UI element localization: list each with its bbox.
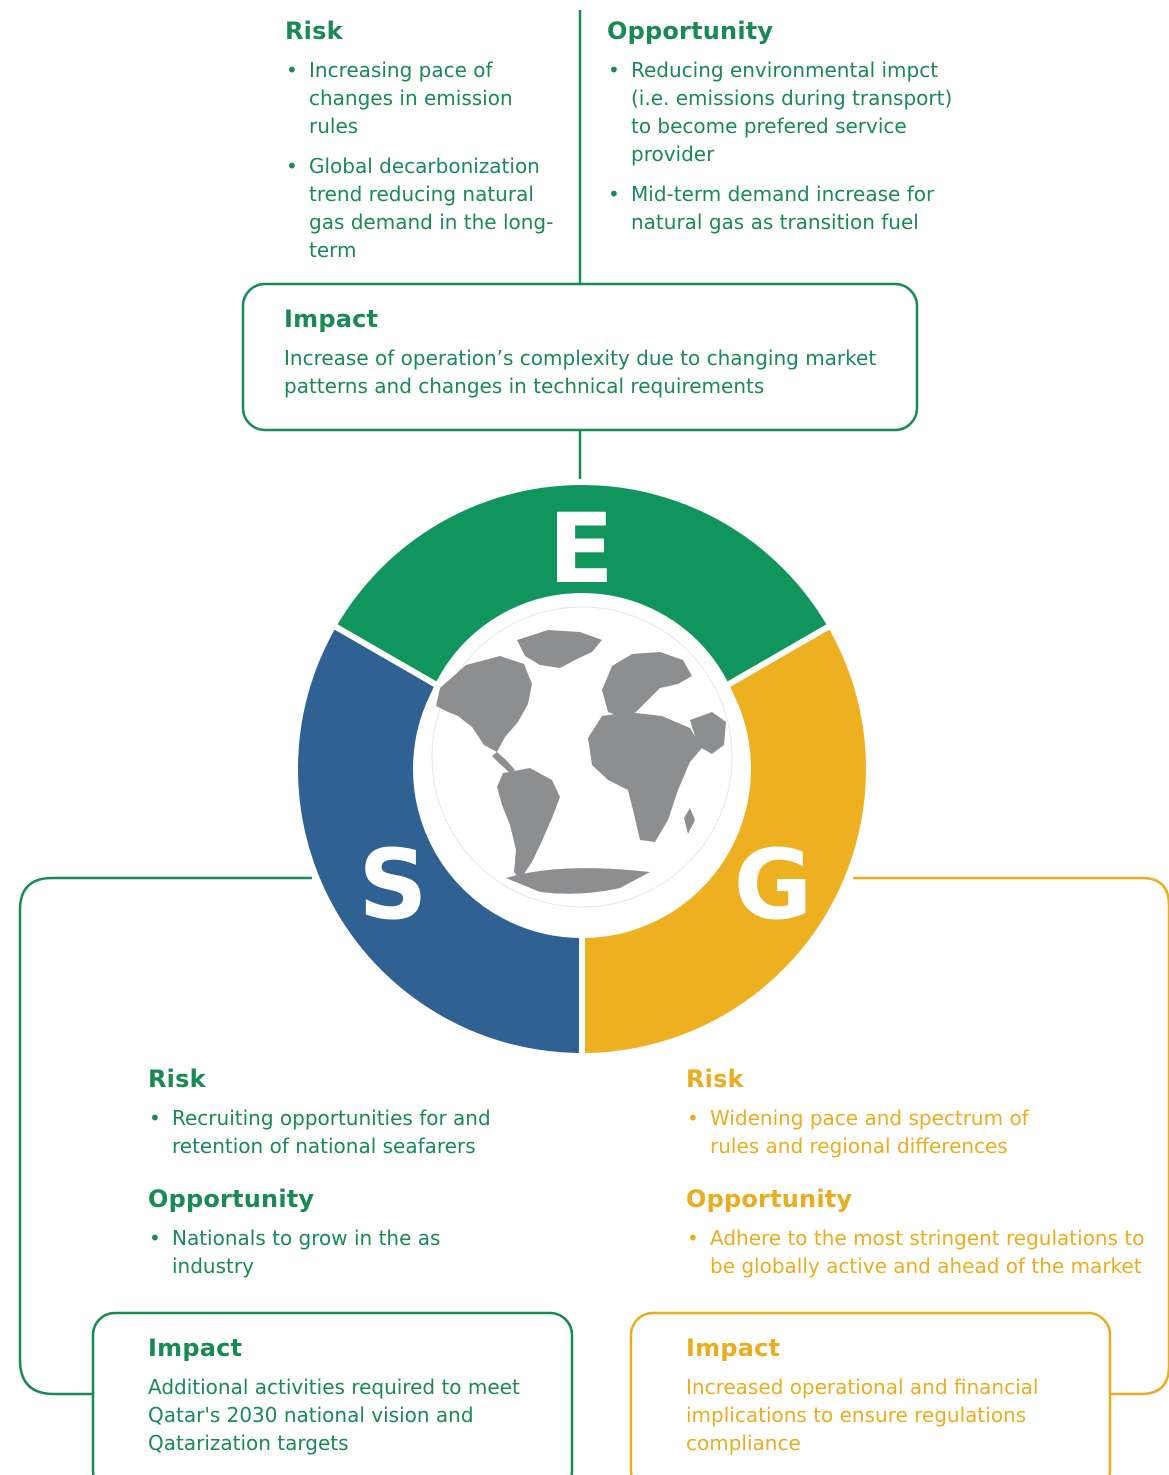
- environmental-opportunity-item: Mid-term demand increase for natural gas…: [607, 180, 957, 236]
- environmental-impact-section: Impact Increase of operation’s complexit…: [284, 304, 899, 400]
- social-impact-title: Impact: [148, 1334, 243, 1362]
- social-letter: S: [358, 829, 427, 941]
- globe-icon: [418, 593, 746, 921]
- governance-risk-list: Widening pace and spectrum of rules and …: [686, 1104, 1066, 1160]
- environmental-opportunity-section: Opportunity Reducing environmental impct…: [607, 16, 957, 248]
- governance-risk-title: Risk: [686, 1065, 744, 1093]
- environmental-impact-box: [241, 282, 919, 432]
- governance-opportunity-item: Adhere to the most stringent regulations…: [686, 1224, 1161, 1280]
- social-impact-section: Impact Additional activities required to…: [148, 1333, 548, 1457]
- governance-letter: G: [734, 829, 813, 941]
- social-risk-section: Risk Recruiting opportunities for and re…: [148, 1064, 528, 1172]
- social-impact-box: [91, 1311, 574, 1475]
- governance-impact-title: Impact: [686, 1334, 781, 1362]
- social-impact-text: Additional activities required to meet Q…: [148, 1375, 520, 1455]
- governance-opportunity-title: Opportunity: [686, 1185, 853, 1213]
- social-opportunity-item: Nationals to grow in the as industry: [148, 1224, 448, 1280]
- governance-risk-item: Widening pace and spectrum of rules and …: [686, 1104, 1066, 1160]
- environmental-risk-list: Increasing pace of changes in emission r…: [285, 56, 560, 264]
- governance-risk-section: Risk Widening pace and spectrum of rules…: [686, 1064, 1066, 1172]
- social-segment: [292, 621, 585, 1060]
- environmental-letter: E: [548, 493, 614, 605]
- social-risk-list: Recruiting opportunities for and retenti…: [148, 1104, 528, 1160]
- social-opportunity-title: Opportunity: [148, 1185, 315, 1213]
- social-opportunity-list: Nationals to grow in the as industry: [148, 1224, 448, 1280]
- governance-impact-box: [629, 1311, 1112, 1475]
- social-risk-title: Risk: [148, 1065, 206, 1093]
- environmental-opportunity-list: Reducing environmental impct (i.e. emiss…: [607, 56, 957, 236]
- social-connector-line: [18, 876, 312, 1396]
- social-risk-item: Recruiting opportunities for and retenti…: [148, 1104, 528, 1160]
- environmental-risk-section: Risk Increasing pace of changes in emiss…: [285, 16, 560, 276]
- governance-opportunity-list: Adhere to the most stringent regulations…: [686, 1224, 1161, 1280]
- governance-impact-text: Increased operational and financial impl…: [686, 1375, 1039, 1455]
- social-opportunity-section: Opportunity Nationals to grow in the as …: [148, 1184, 448, 1292]
- environmental-impact-text: Increase of operation’s complexity due t…: [284, 346, 877, 398]
- environmental-risk-item: Increasing pace of changes in emission r…: [285, 56, 560, 140]
- environmental-impact-title: Impact: [284, 305, 379, 333]
- governance-impact-section: Impact Increased operational and financi…: [686, 1333, 1086, 1457]
- governance-connector-line: [853, 876, 1169, 1396]
- governance-segment: [579, 621, 872, 1060]
- environmental-opportunity-item: Reducing environmental impct (i.e. emiss…: [607, 56, 957, 168]
- environmental-risk-item: Global decarbonization trend reducing na…: [285, 152, 560, 264]
- governance-opportunity-section: Opportunity Adhere to the most stringent…: [686, 1184, 1161, 1292]
- environmental-opportunity-title: Opportunity: [607, 17, 774, 45]
- environmental-risk-title: Risk: [285, 17, 343, 45]
